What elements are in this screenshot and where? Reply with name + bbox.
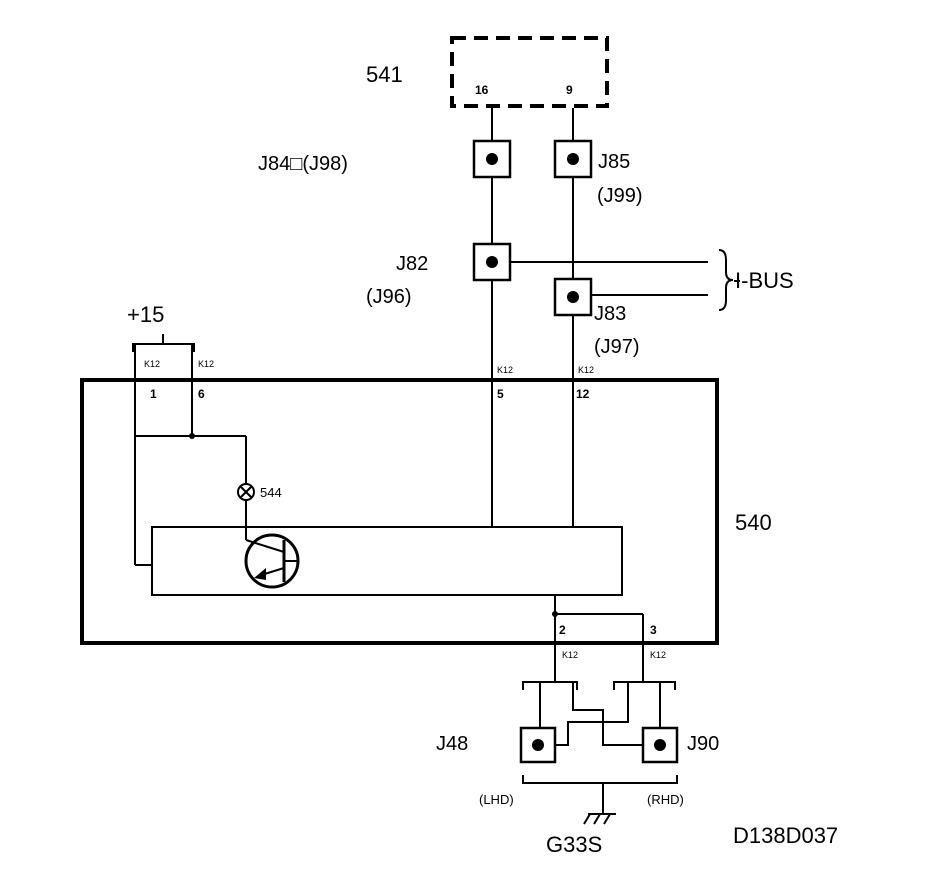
diagram-code: D138D037	[733, 823, 838, 848]
lamp-544-icon	[237, 483, 255, 501]
connector-j48-label: J48	[436, 733, 468, 755]
pin-12-label: 12	[576, 387, 590, 401]
k12-label-pin5: K12	[497, 365, 513, 375]
module-541-box	[450, 36, 609, 108]
connector-j84	[472, 139, 512, 179]
ground-icon	[583, 813, 616, 825]
connector-j97-label: (J97)	[594, 336, 640, 358]
pin-5-label: 5	[497, 387, 504, 401]
pin-6-label: 6	[198, 387, 205, 401]
bracket-pin2	[522, 681, 578, 690]
connector-j96-label: (J96)	[366, 286, 412, 308]
connector-j82	[472, 242, 512, 282]
k12-label-pin6: K12	[198, 359, 214, 369]
wire-cross-2	[555, 682, 629, 746]
connector-j84-label: J84□(J98)	[258, 153, 348, 175]
rhd-note: (RHD)	[647, 792, 684, 807]
k12-label-pin2: K12	[562, 650, 578, 660]
transistor-icon	[244, 533, 300, 589]
connector-j82-label: J82	[396, 253, 428, 275]
pin-1-label: 1	[150, 387, 157, 401]
bracket-pin3	[613, 681, 676, 690]
pin-2-label: 2	[559, 623, 566, 637]
connector-j48	[519, 726, 557, 764]
wire-cross-1	[572, 682, 650, 746]
lamp-544-label: 544	[260, 485, 282, 500]
connector-j90	[641, 726, 679, 764]
ibus-label: I-BUS	[735, 268, 794, 293]
k12-label-pin1: K12	[144, 359, 160, 369]
supply-label: +15	[127, 302, 164, 327]
k12-label-pin3: K12	[650, 650, 666, 660]
ibus-brace	[718, 249, 734, 311]
module-541-label: 541	[366, 62, 403, 87]
k12-label-pin12: K12	[578, 365, 594, 375]
ground-label: G33S	[546, 832, 602, 857]
control-unit-box	[151, 526, 623, 596]
connector-j85-label: J85	[598, 151, 630, 173]
pin-9-label: 9	[566, 83, 573, 97]
pin-3-label: 3	[650, 623, 657, 637]
supply-bracket	[132, 343, 195, 352]
module-540-label: 540	[735, 510, 772, 535]
ground-bracket	[522, 775, 678, 784]
connector-j85	[553, 139, 593, 179]
junction-dot	[189, 433, 195, 439]
connector-j83	[553, 277, 593, 317]
connector-j83-label: J83	[594, 303, 626, 325]
connector-j90-label: J90	[687, 733, 719, 755]
module-540-box	[80, 378, 719, 645]
pin-16-label: 16	[475, 83, 489, 97]
connector-j99-label: (J99)	[597, 185, 643, 207]
lhd-note: (LHD)	[479, 792, 514, 807]
